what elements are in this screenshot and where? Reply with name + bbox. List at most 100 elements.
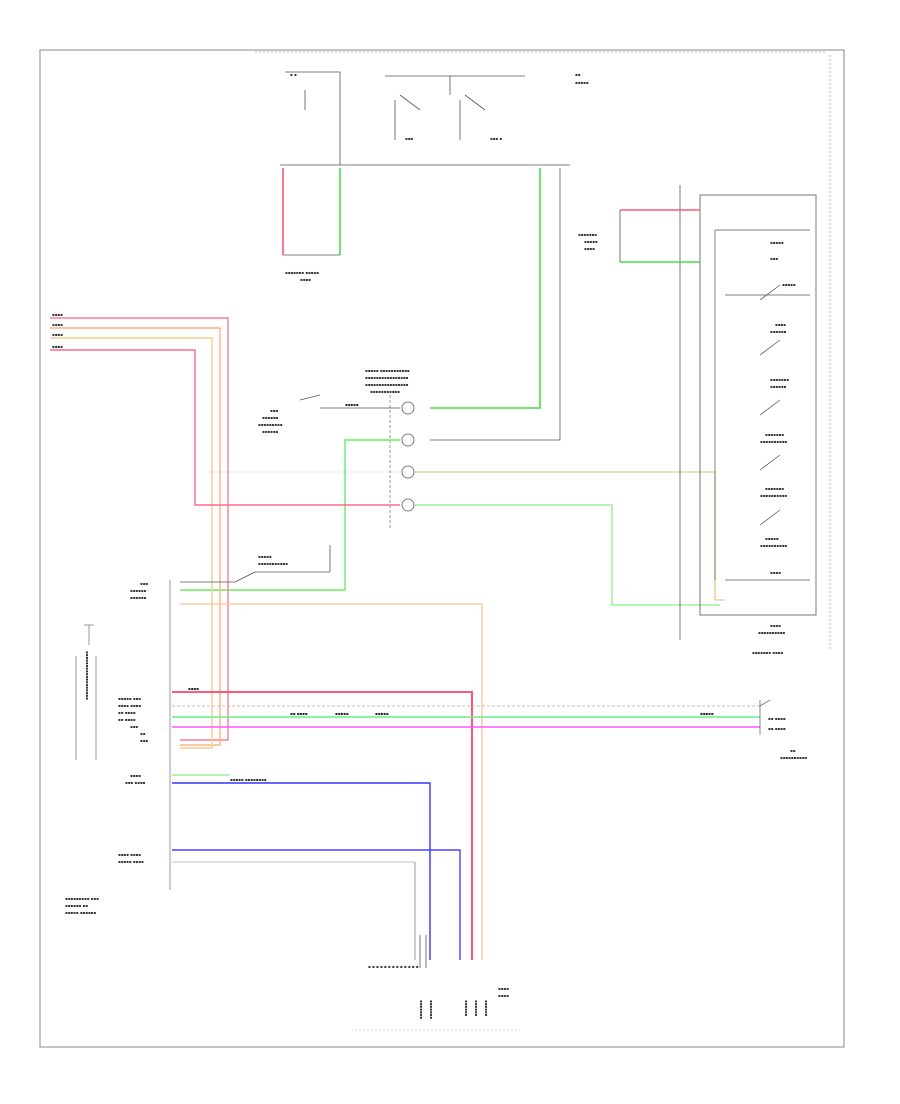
svg-text:▪▪▪▪▪▪▪: ▪▪▪▪▪▪▪ [429,1000,434,1019]
svg-text:▪▪▪: ▪▪▪ [140,581,148,586]
svg-text:▪▪ ▪▪▪▪: ▪▪ ▪▪▪▪ [118,710,136,715]
svg-text:▪ ▪ ▪ ▪ ▪ ▪ ▪ ▪ ▪ ▪ ▪ ▪ ▪: ▪ ▪ ▪ ▪ ▪ ▪ ▪ ▪ ▪ ▪ ▪ ▪ ▪ [368,964,419,969]
panel-wires [619,209,700,263]
bus-wire-label-5: ▪▪▪▪▪ [700,711,714,716]
fuse-label-1: ▪ ▪ [290,72,297,77]
wire-tan-left [50,337,213,749]
svg-text:▪▪▪▪▪▪▪▪▪▪: ▪▪▪▪▪▪▪▪▪▪ [760,493,787,498]
brake-switch-label: ▪▪▪▪▪ [258,554,272,559]
cluster-connector [759,699,771,735]
panel-left-label: ▪▪▪▪▪▪▪ [578,232,597,237]
brake-switch [180,545,331,583]
svg-text:▪▪▪▪▪ ▪▪▪▪▪▪▪▪▪▪▪: ▪▪▪▪▪ ▪▪▪▪▪▪▪▪▪▪▪ [365,368,410,373]
fuse-label-3: ▪▪▪ ▪ [490,136,502,141]
ecm-side-label: ▪▪▪▪▪▪▪▪▪▪▪▪▪▪▪▪▪▪ [84,651,89,700]
svg-text:▪▪▪▪: ▪▪▪▪ [770,570,781,575]
svg-text:▪▪▪▪: ▪▪▪▪ [498,993,509,998]
svg-text:▪▪ ▪▪▪▪: ▪▪ ▪▪▪▪ [118,717,136,722]
cluster-connector-label: ▪▪ ▪▪▪▪ [768,716,786,721]
bus-wire-labels: ▪▪▪▪ [188,686,199,691]
ecm-labels: ▪▪▪ ▪▪▪▪▪▪ ▪▪▪▪▪▪ ▪▪▪▪▪ ▪▪▪ ▪▪▪▪ ▪▪▪▪ ▪▪… [65,581,148,915]
svg-text:▪▪▪ ▪▪▪▪: ▪▪▪ ▪▪▪▪ [125,780,146,785]
panel-labels: ▪▪▪▪▪ ▪▪▪ ▪▪▪▪▪ ▪▪▪▪ ▪▪▪▪▪▪ ▪▪▪▪▪▪▪ ▪▪▪▪… [752,240,796,655]
svg-text:▪▪▪▪▪▪▪: ▪▪▪▪▪▪▪ [765,432,784,437]
svg-text:▪▪▪▪▪▪▪: ▪▪▪▪▪▪▪ [765,486,784,491]
cluster-connector-label-4: ▪▪▪▪▪▪▪▪▪▪ [780,755,807,760]
svg-text:▪▪▪▪▪▪: ▪▪▪▪▪▪ [484,1000,489,1017]
svg-text:▪▪▪▪ ▪▪▪▪: ▪▪▪▪ ▪▪▪▪ [118,852,141,857]
wire-lightgreen-module [180,439,400,591]
svg-text:▪▪▪▪▪▪▪▪▪▪: ▪▪▪▪▪▪▪▪▪▪ [760,543,787,548]
cluster-connector-label-3: ▪▪ [790,748,796,753]
svg-text:▪▪▪: ▪▪▪ [770,256,778,261]
wire-red-left-1 [50,317,229,741]
ecm-side-box [75,624,97,760]
wire-gray-main [430,168,561,441]
svg-text:▪▪▪▪▪▪▪: ▪▪▪▪▪▪▪ [419,1000,424,1019]
diagram-frame [39,49,845,1048]
svg-text:▪▪▪▪: ▪▪▪▪ [130,773,141,778]
wire-tan-horizontal [415,471,725,601]
wire-blue-1 [172,782,431,960]
bottom-connector: ▪ ▪ ▪ ▪ ▪ ▪ ▪ ▪ ▪ ▪ ▪ ▪ ▪ ▪▪▪▪ ▪▪▪▪ ▪▪▪▪… [355,935,520,1031]
svg-text:▪▪▪▪▪▪: ▪▪▪▪▪▪ [262,429,279,434]
fuse-label-4: ▪▪ [575,72,581,77]
svg-text:▪▪▪: ▪▪▪ [270,408,278,413]
fuse-label-5: ▪▪▪▪▪ [575,80,589,85]
svg-text:▪▪▪▪: ▪▪▪▪ [498,986,509,991]
wire-red-bus [172,691,473,960]
cruise-module: ▪▪▪▪▪ ▪▪▪▪▪▪▪▪▪▪▪ ▪▪▪▪▪▪▪▪▪▪▪▪▪▪▪▪ ▪▪▪▪▪… [365,368,415,530]
svg-text:▪▪▪▪ ▪▪▪▪: ▪▪▪▪ ▪▪▪▪ [118,703,141,708]
svg-text:▪▪▪▪▪▪▪: ▪▪▪▪▪▪▪ [770,377,789,382]
svg-text:▪▪▪▪▪▪▪ ▪▪▪▪: ▪▪▪▪▪▪▪ ▪▪▪▪ [752,650,783,655]
svg-text:▪▪▪▪▪▪: ▪▪▪▪▪▪ [464,1000,469,1017]
panel-switches [714,229,810,581]
svg-text:▪▪▪▪▪▪: ▪▪▪▪▪▪ [770,329,787,334]
svg-text:▪▪▪▪▪▪▪▪▪▪: ▪▪▪▪▪▪▪▪▪▪ [760,439,787,444]
svg-text:▪▪▪▪▪ ▪▪▪▪▪▪: ▪▪▪▪▪ ▪▪▪▪▪▪ [65,910,96,915]
sensor-left: ▪▪▪ ▪▪▪▪▪▪ ▪▪▪▪▪▪▪▪▪ ▪▪▪▪▪▪ ▪▪▪▪▪ [258,394,400,434]
cluster-connector-label-2: ▪▪ ▪▪▪▪ [768,726,786,731]
brake-switch-label-2: ▪▪▪▪▪▪▪▪▪▪▪ [258,561,288,566]
svg-text:▪▪▪▪▪▪ ▪▪: ▪▪▪▪▪▪ ▪▪ [65,903,88,908]
wire-green-main [430,168,541,409]
svg-text:▪▪▪▪▪: ▪▪▪▪▪ [765,536,779,541]
svg-text:▪▪▪: ▪▪▪ [140,738,148,743]
svg-text:▪▪▪▪▪▪: ▪▪▪▪▪▪ [130,595,147,600]
bus-wire-label-2: ▪▪ ▪▪▪▪ [290,711,308,716]
svg-text:▪▪▪: ▪▪▪ [130,724,138,729]
svg-text:▪▪▪▪▪▪: ▪▪▪▪▪▪ [770,384,787,389]
switch-panel-box [699,194,817,616]
svg-text:▪▪▪▪▪▪: ▪▪▪▪▪▪ [474,1000,479,1017]
left-wire-label-3: ▪▪▪▪ [52,332,63,337]
svg-text:▪▪▪▪▪: ▪▪▪▪▪ [770,240,784,245]
svg-text:▪▪▪▪: ▪▪▪▪ [775,322,786,327]
steering-switch-label: ▪▪▪▪▪▪▪ ▪▪▪▪▪ [285,270,319,275]
wire-pink-left [50,349,400,506]
svg-text:▪▪▪▪: ▪▪▪▪ [770,623,781,628]
svg-text:▪▪▪▪▪ ▪▪▪: ▪▪▪▪▪ ▪▪▪ [118,696,141,701]
wire-tan-down [180,603,483,960]
svg-text:▪▪▪▪▪▪: ▪▪▪▪▪▪ [130,588,147,593]
left-wire-label-2: ▪▪▪▪ [52,322,63,327]
fuse-label-2: ▪▪▪ [405,136,413,141]
svg-text:▪▪: ▪▪ [140,731,146,736]
panel-left-label-2: ▪▪▪▪▪ [584,239,598,244]
left-wire-label-4: ▪▪▪▪ [52,344,63,349]
bus-wire-label-3: ▪▪▪▪▪ [335,711,349,716]
svg-text:▪▪▪▪▪: ▪▪▪▪▪ [782,282,796,287]
svg-text:▪▪▪▪▪▪▪▪▪▪: ▪▪▪▪▪▪▪▪▪▪ [758,630,785,635]
svg-text:▪▪▪▪▪▪▪▪▪▪▪▪▪▪▪▪: ▪▪▪▪▪▪▪▪▪▪▪▪▪▪▪▪ [365,382,409,387]
svg-text:▪▪▪▪▪▪▪▪▪ ▪▪▪: ▪▪▪▪▪▪▪▪▪ ▪▪▪ [65,896,99,901]
blue-wire-label: ▪▪▪▪▪ ▪▪▪▪▪▪▪▪ [230,777,267,782]
svg-text:▪▪▪▪▪▪▪▪▪▪▪: ▪▪▪▪▪▪▪▪▪▪▪ [370,389,400,394]
svg-text:▪▪▪▪▪ ▪▪▪▪: ▪▪▪▪▪ ▪▪▪▪ [118,859,144,864]
svg-text:▪▪▪▪▪: ▪▪▪▪▪ [345,402,359,407]
left-wire-labels: ▪▪▪▪ [52,312,63,317]
steering-switch-label-2: ▪▪▪▪ [300,277,311,282]
wire-orange-left [50,327,221,746]
bus-wire-label-4: ▪▪▪▪▪ [375,711,389,716]
svg-text:▪▪▪▪▪▪▪▪▪▪▪▪▪▪▪▪: ▪▪▪▪▪▪▪▪▪▪▪▪▪▪▪▪ [365,375,409,380]
